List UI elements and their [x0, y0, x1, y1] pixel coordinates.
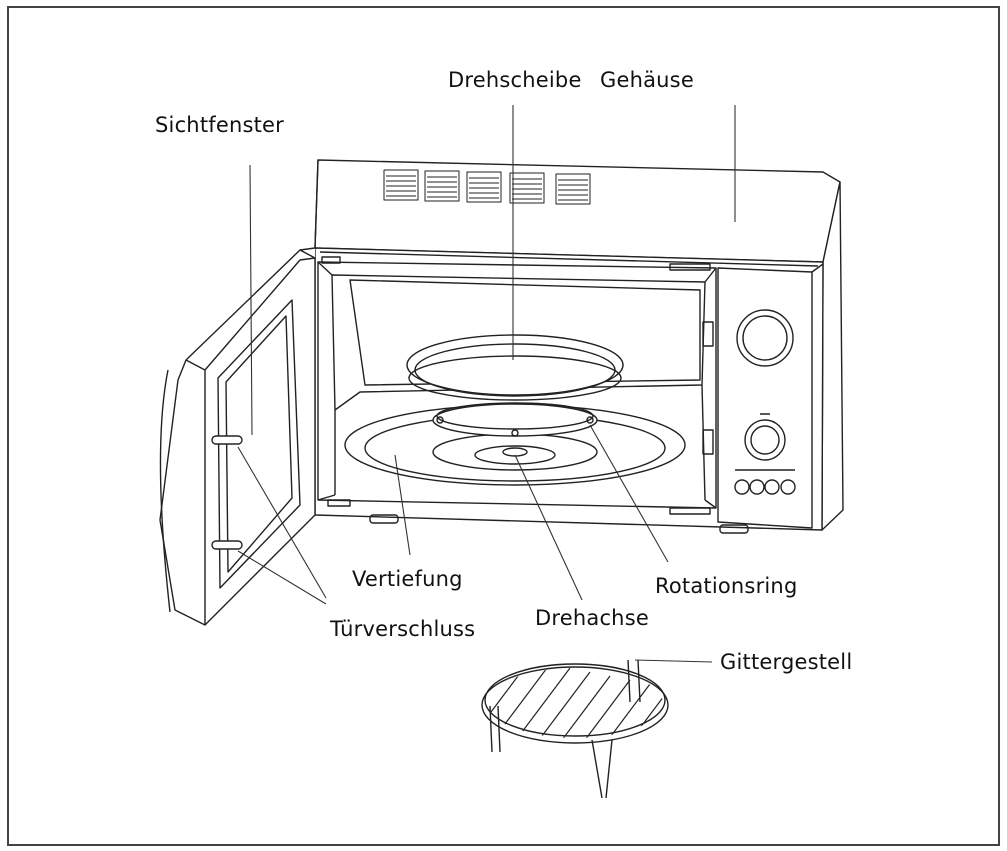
control-panel: [717, 263, 824, 529]
power-knob-icon: [736, 309, 794, 367]
leader-lines: [237, 105, 736, 663]
timer-knob-icon: [744, 419, 786, 461]
grill-rack: [481, 659, 669, 799]
rotation-ring: [432, 402, 598, 437]
label-drehachse: Drehachse: [535, 606, 649, 630]
label-gehaeuse: Gehäuse: [600, 68, 694, 92]
vent-slots: [383, 169, 591, 205]
turntable-plate: [406, 334, 624, 401]
label-drehscheibe: Drehscheibe: [448, 68, 582, 92]
label-vertiefung: Vertiefung: [352, 567, 463, 591]
diagram-border: [7, 6, 1000, 846]
label-rotationsring: Rotationsring: [655, 574, 798, 598]
label-tuerverschluss: Türverschluss: [330, 617, 476, 641]
door: [159, 247, 316, 626]
label-sichtfenster: Sichtfenster: [155, 113, 285, 137]
label-gittergestell: Gittergestell: [720, 650, 853, 674]
latch-slots: [321, 256, 714, 515]
